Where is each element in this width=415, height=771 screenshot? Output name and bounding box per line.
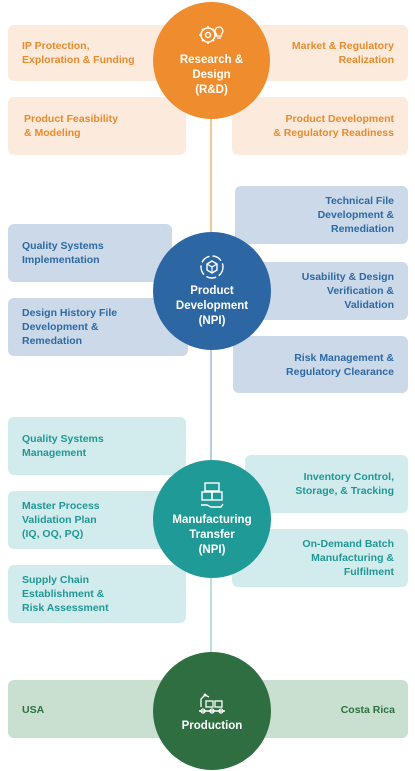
mt-left-item-2: Master Process Validation Plan (IQ, OQ, … — [8, 491, 178, 549]
stage-title-mt: Manufacturing Transfer (NPI) — [172, 513, 252, 556]
mt-left-item-1: Quality Systems Management — [8, 417, 186, 475]
stage-circle-rd: Research & Design (R&D) — [153, 2, 270, 119]
production-right-label: Costa Rica — [340, 704, 395, 716]
stage-title-pd: Product Development (NPI) — [175, 284, 249, 327]
stage-title-production: Production — [181, 719, 243, 732]
gear-lightbulb-icon — [198, 26, 223, 44]
cube-cycle-icon — [200, 254, 224, 279]
connector-line-pd-mt — [210, 345, 212, 465]
rd-left-item-2: Product Feasibility & Modeling — [8, 97, 186, 155]
mt-right-item-1: Inventory Control, Storage, & Tracking — [245, 455, 408, 513]
mt-left-item-3: Supply Chain Establishment & Risk Assess… — [8, 565, 186, 623]
stage-circle-pd: Product Development (NPI) — [153, 232, 271, 350]
pd-left-item-1: Quality Systems Implementation — [8, 224, 172, 282]
pd-right-item-3: Risk Management & Regulatory Clearance — [233, 336, 408, 393]
stage-circle-production: Production — [153, 652, 271, 770]
stage-title-rd: Research & Design (R&D) — [179, 54, 244, 96]
pd-right-item-2: Usability & Design Verification & Valida… — [246, 262, 408, 320]
boxes-hand-icon — [201, 481, 224, 508]
connector-line-mt-prod — [210, 575, 212, 655]
stage-circle-mt: Manufacturing Transfer (NPI) — [153, 460, 271, 578]
factory-robot-icon — [199, 693, 225, 714]
connector-line-rd-pd — [210, 110, 212, 240]
production-left-label: USA — [22, 704, 45, 716]
rd-right-item-2: Product Development & Regulatory Readine… — [232, 97, 408, 155]
pd-right-item-1: Technical File Development & Remediation — [235, 186, 408, 244]
